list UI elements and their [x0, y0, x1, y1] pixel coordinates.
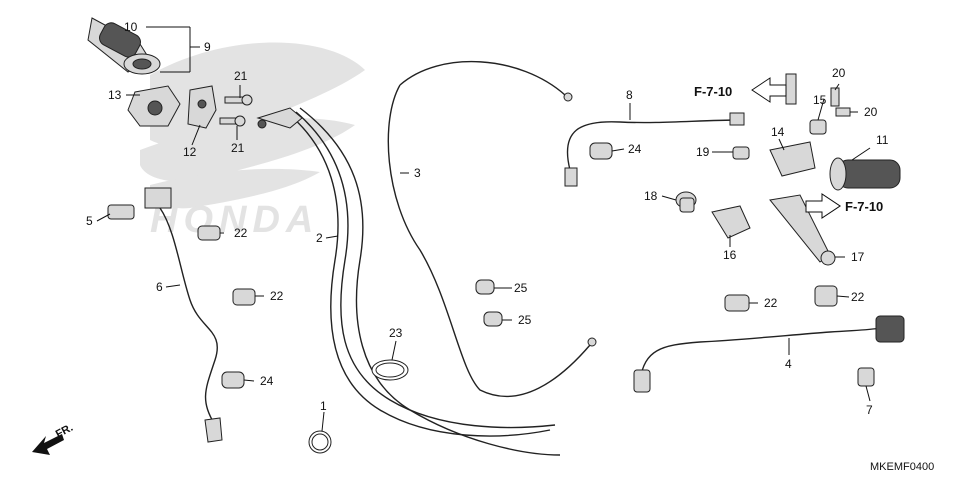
- part-16: [711, 205, 751, 239]
- throttle-grip: [87, 17, 161, 75]
- callout-22-b: 22: [270, 289, 284, 303]
- callout-20-lower: 20: [864, 105, 878, 119]
- callout-5: 5: [86, 214, 93, 228]
- callout-10: 10: [124, 20, 138, 34]
- section-ref-left: F-7-10: [694, 77, 787, 103]
- callout-2: 2: [316, 231, 323, 245]
- adjuster-bolt: [785, 73, 797, 105]
- clamp-22-c: [724, 294, 750, 312]
- callout-12: 12: [183, 145, 197, 159]
- callout-16: 16: [723, 248, 737, 262]
- part-15: [809, 119, 827, 135]
- callout-18: 18: [644, 189, 658, 203]
- callout-9: 9: [204, 40, 211, 54]
- callout-24-b: 24: [260, 374, 274, 388]
- throttle-housing: [127, 85, 181, 127]
- bolt-20-upper: [830, 87, 840, 107]
- callout-13: 13: [108, 88, 122, 102]
- clip-25-b: [483, 311, 503, 327]
- clamp-22-d: [814, 285, 838, 307]
- screw-upper: [224, 94, 253, 106]
- band-23: [371, 359, 409, 381]
- callout-21-lower: 21: [231, 141, 245, 155]
- front-indicator: FR.: [32, 422, 75, 455]
- left-grip: [829, 157, 901, 191]
- throttle-cable: [256, 107, 561, 456]
- callout-17: 17: [851, 250, 865, 264]
- callout-1: 1: [320, 399, 327, 413]
- callout-21-upper: 21: [234, 69, 248, 83]
- clamp-22-a: [197, 225, 221, 241]
- harness-right: [633, 315, 905, 393]
- leader-lines: [96, 26, 871, 432]
- callout-3: 3: [414, 166, 421, 180]
- clip-7: [857, 367, 875, 387]
- clip-5: [107, 204, 135, 220]
- front-indicator-label: FR.: [54, 422, 75, 441]
- drawing-code: MKEMF0400: [870, 461, 934, 473]
- housing-cover: [187, 85, 217, 129]
- clutch-lever: [769, 194, 836, 266]
- clutch-cable: [387, 60, 597, 398]
- section-ref-right-label: F-7-10: [845, 199, 883, 214]
- callout-23: 23: [389, 326, 403, 340]
- section-ref-right: F-7-10: [805, 193, 883, 219]
- callout-24-a: 24: [628, 142, 642, 156]
- callout-14: 14: [771, 125, 785, 139]
- callout-20-upper: 20: [832, 66, 846, 80]
- callout-25-a: 25: [514, 281, 528, 295]
- callout-7: 7: [866, 403, 873, 417]
- screw-lower: [219, 115, 246, 127]
- callout-22-c: 22: [764, 296, 778, 310]
- callout-22-d: 22: [851, 290, 865, 304]
- callout-6: 6: [156, 280, 163, 294]
- clamp-24-b: [221, 371, 245, 389]
- callout-25-b: 25: [518, 313, 532, 327]
- lever-bracket: [769, 141, 816, 177]
- watermark-text: HONDA: [150, 199, 319, 241]
- callout-19: 19: [696, 145, 710, 159]
- harness-left: [144, 187, 223, 443]
- callout-11: 11: [876, 133, 889, 147]
- callout-15: 15: [813, 93, 827, 107]
- part-18: [675, 191, 697, 213]
- band-1: [308, 430, 332, 454]
- switch-harness: [564, 112, 745, 187]
- bolt-20-lower: [835, 107, 851, 117]
- clamp-24-a: [589, 142, 613, 160]
- callout-4: 4: [785, 357, 792, 371]
- part-19: [732, 146, 750, 160]
- section-ref-left-label: F-7-10: [694, 84, 732, 99]
- callout-8: 8: [626, 88, 633, 102]
- clamp-22-b: [232, 288, 256, 306]
- clip-25-a: [475, 279, 495, 295]
- callout-22-a: 22: [234, 226, 248, 240]
